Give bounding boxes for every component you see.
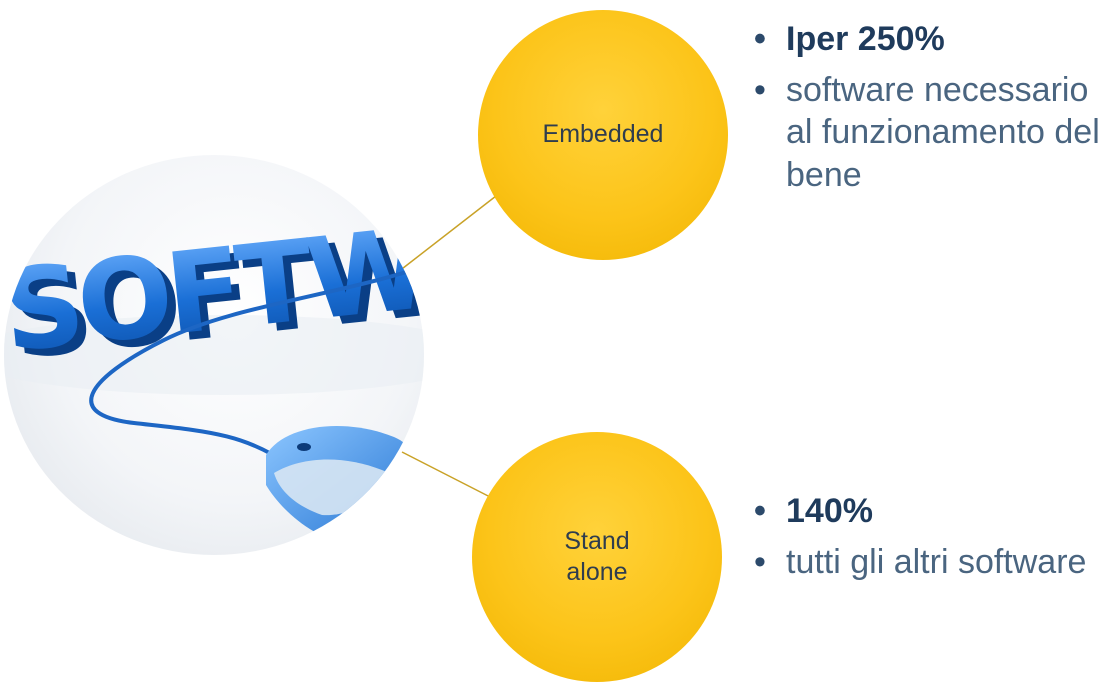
bullet-item: • software necessario al funzionamento de… xyxy=(752,69,1112,197)
node-stand-alone: Stand alone xyxy=(472,432,722,682)
software-illustration: SOFTWA SOFTWA xyxy=(4,196,424,546)
bullet-item: • tutti gli altri software xyxy=(752,541,1092,584)
bullets-embedded: • Iper 250% • software necessario al funzi… xyxy=(752,18,1112,204)
node-embedded-label: Embedded xyxy=(542,120,664,149)
bullet-text: Iper 250% xyxy=(786,20,945,58)
bullet-dot-icon: • xyxy=(754,492,766,530)
bullet-text: tutti gli altri software xyxy=(786,542,1087,581)
bullet-text: 140% xyxy=(786,492,873,530)
bullet-dot-icon: • xyxy=(754,70,766,109)
software-image: SOFTWA SOFTWA xyxy=(4,155,424,555)
bullet-text: software necessario al funzionamento del… xyxy=(786,70,1100,194)
mouse-cable xyxy=(89,264,424,467)
bullet-item: • 140% xyxy=(752,490,1092,533)
node-stand-alone-label: Stand alone xyxy=(564,526,630,586)
computer-mouse-icon xyxy=(266,425,423,546)
node-embedded: Embedded xyxy=(478,10,728,260)
bullets-stand-alone: • 140% • tutti gli altri software xyxy=(752,490,1092,591)
bullet-dot-icon: • xyxy=(754,542,766,581)
bullet-dot-icon: • xyxy=(754,20,766,58)
bullet-item: • Iper 250% xyxy=(752,18,1112,61)
